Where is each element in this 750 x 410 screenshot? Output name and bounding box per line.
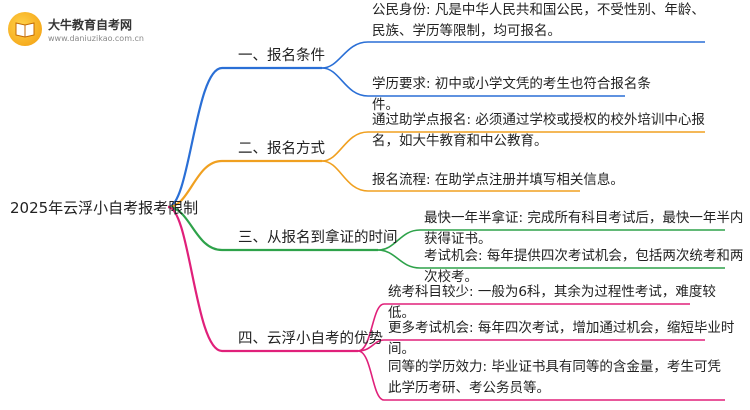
connector-branch3-leaf1 — [377, 229, 725, 251]
connector-branch1-leaf2 — [321, 67, 625, 97]
branch-time-to-certificate: 三、从报名到拿证的时间 — [238, 230, 398, 246]
logo-url: www.daniuzikao.com.cn — [48, 33, 144, 43]
branch-advantages: 四、云浮小自考的优势 — [238, 331, 383, 347]
branch-registration-conditions: 一、报名条件 — [238, 48, 325, 64]
book-logo-icon — [8, 12, 42, 46]
connector-branch4-leaf3 — [357, 350, 725, 401]
leaf-fastest-certificate: 最快一年半拿证: 完成所有科目考试后，最快一年半内获得证书。 — [424, 210, 744, 247]
site-logo: 大牛教育自考网 www.daniuzikao.com.cn — [8, 12, 144, 46]
leaf-exam-opportunities: 考试机会: 每年提供四次考试机会，包括两次统考和两次校考。 — [424, 248, 744, 285]
leaf-citizenship: 公民身份: 凡是中华人民共和国公民，不受性别、年龄、民族、学历等限制，均可报名。 — [372, 2, 705, 39]
branch-registration-method: 二、报名方式 — [238, 141, 325, 157]
logo-title: 大牛教育自考网 — [48, 17, 133, 32]
leaf-more-exam-chances: 更多考试机会: 每年四次考试，增加通过机会，缩短毕业时间。 — [388, 320, 735, 357]
connector-branch3-leaf2 — [377, 249, 725, 269]
leaf-registration-via-center: 通过助学点报名: 必须通过学校或授权的校外培训中心报名，如大牛教育和中公教育。 — [372, 112, 705, 149]
connector-branch1-leaf1 — [321, 41, 705, 69]
connector-branch2-leaf1 — [321, 131, 705, 162]
connector-branch2-leaf2 — [321, 160, 580, 192]
connector-root-branch2 — [167, 159, 322, 209]
root-node: 2025年云浮小自考报考限制 — [10, 199, 199, 217]
connector-root-branch1 — [167, 66, 322, 209]
connector-root-branch4 — [167, 205, 358, 353]
connector-root-branch3 — [167, 205, 378, 252]
leaf-registration-process: 报名流程: 在助学点注册并填写相关信息。 — [372, 172, 624, 188]
leaf-equal-diploma-validity: 同等的学历效力: 毕业证书具有同等的含金量，考生可凭此学历考研、考公务员等。 — [388, 359, 721, 396]
leaf-education-requirement: 学历要求: 初中或小学文凭的考生也符合报名条件。 — [372, 76, 651, 113]
leaf-fewer-exam-subjects: 统考科目较少: 一般为6科，其余为过程性考试，难度较低。 — [388, 284, 716, 321]
connector-branch4-leaf2 — [357, 339, 705, 352]
connector-branch4-leaf1 — [357, 303, 690, 352]
